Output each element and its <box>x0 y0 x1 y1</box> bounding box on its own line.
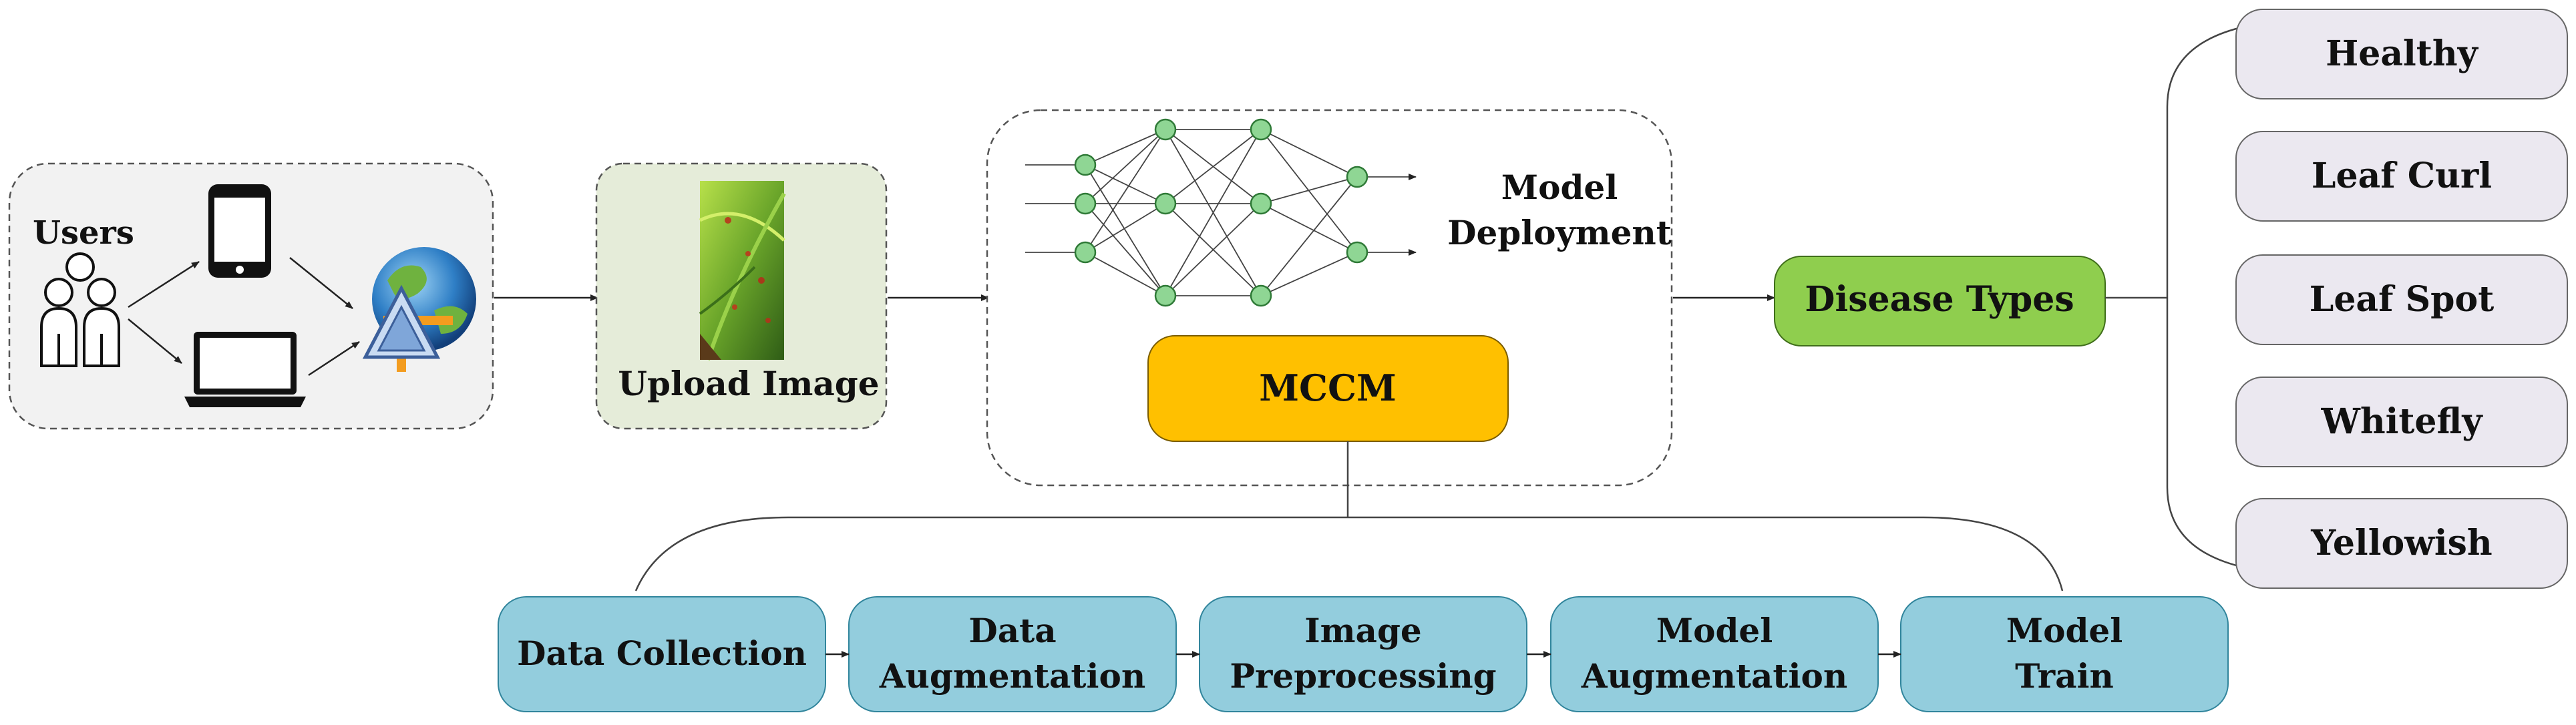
pipeline: Data Collection Data Augmentation Image … <box>498 596 2229 712</box>
class-box-whitefly <box>2235 377 2568 467</box>
deployment-label-line1: Model <box>1501 168 1618 207</box>
users-panel <box>8 162 494 430</box>
pipeline-label-1a: Data Collection <box>517 634 807 673</box>
arrow-users-to-laptop <box>128 318 182 364</box>
smartphone-icon <box>208 184 271 278</box>
class-label-leaf-curl: Leaf Curl <box>2312 156 2492 196</box>
class-box-leaf-spot <box>2235 254 2568 345</box>
class-label-leaf-spot: Leaf Spot <box>2310 279 2494 320</box>
leaf-image <box>699 181 786 360</box>
disease-types-label: Disease Types <box>1805 279 2074 320</box>
globe-icon <box>362 247 476 372</box>
pipeline-label-4b: Augmentation <box>1581 656 1847 696</box>
mccm-label: MCCM <box>1259 367 1397 409</box>
users-icon <box>40 252 120 367</box>
classes-bracket <box>2166 27 2239 567</box>
class-box-healthy <box>2235 9 2568 99</box>
class-label-healthy: Healthy <box>2326 33 2478 74</box>
laptop-icon <box>184 332 306 407</box>
pipeline-label-5a: Model <box>2006 611 2123 650</box>
disease-class-list: Healthy Leaf Curl Leaf Spot Whitefly Yel… <box>2235 9 2568 589</box>
neural-network-icon <box>1025 129 1417 296</box>
users-label: Users <box>33 214 134 252</box>
class-box-yellowish <box>2235 498 2568 589</box>
class-label-whitefly: Whitefly <box>2320 401 2483 442</box>
pipeline-label-3b: Preprocessing <box>1230 656 1496 696</box>
pipeline-label-4a: Model <box>1656 611 1773 650</box>
pipeline-label-3a: Image <box>1304 611 1421 650</box>
deployment-label-line2: Deployment <box>1447 213 1672 252</box>
pipeline-label-2b: Augmentation <box>879 656 1145 696</box>
arrow-laptop-to-globe <box>308 340 360 377</box>
class-label-yellowish: Yellowish <box>2310 523 2492 563</box>
arrow-phone-to-globe <box>289 257 353 309</box>
mccm-box <box>1147 335 1509 442</box>
class-box-leaf-curl <box>2235 131 2568 222</box>
disease-types-box <box>1774 256 2106 346</box>
pipeline-label-5b: Train <box>2015 656 2114 696</box>
arrow-users-to-phone <box>128 260 200 308</box>
pipeline-label-2a: Data <box>968 611 1056 650</box>
pipeline-bracket <box>634 516 2064 591</box>
neural-network-nodes <box>1074 118 1368 307</box>
upload-label: Upload Image <box>618 364 879 403</box>
